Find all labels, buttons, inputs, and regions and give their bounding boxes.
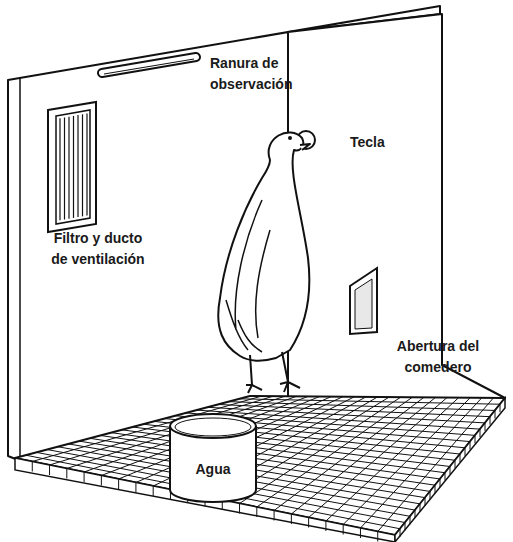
- filter-slat: [86, 114, 87, 216]
- observation-slot-shade: [104, 59, 194, 74]
- water-dish: Agua: [168, 412, 258, 504]
- edge-tick: [460, 454, 461, 462]
- feeder-label: Abertura del comedero: [392, 336, 484, 378]
- slot-label: Ranura de observación: [210, 53, 310, 95]
- pigeon-wing: [226, 200, 270, 352]
- edge-tick: [470, 442, 471, 450]
- edge-tick: [495, 410, 496, 418]
- observation-slot: [102, 57, 196, 73]
- pigeon-body: [218, 132, 309, 360]
- edge-tick: [440, 479, 441, 487]
- grid-bar: [239, 399, 500, 404]
- edge-tick: [465, 448, 466, 456]
- edge-tick: [101, 476, 102, 486]
- filter-slat: [82, 114, 83, 216]
- edge-tick: [475, 435, 476, 443]
- grid-bar: [274, 397, 424, 510]
- grid-bar: [343, 398, 470, 525]
- edge-tick: [500, 404, 501, 412]
- wall-edge: [19, 78, 21, 458]
- grid-bar: [378, 398, 494, 532]
- edge-tick: [84, 472, 85, 482]
- edge-tick: [405, 523, 406, 531]
- grid-bar: [218, 404, 490, 416]
- grid-bar: [291, 397, 435, 514]
- edge-tick: [256, 507, 257, 517]
- edge-tick: [435, 485, 436, 493]
- edge-tick: [450, 467, 451, 475]
- filter-slat: [68, 117, 69, 219]
- edge-tick: [377, 532, 378, 542]
- edge-tick: [49, 465, 50, 475]
- edge-tick: [490, 417, 491, 425]
- edge-tick: [118, 479, 119, 489]
- grid-bar: [257, 397, 412, 507]
- floor-edge-ticks: [32, 404, 500, 541]
- edge-tick: [425, 498, 426, 506]
- filter-slat: [64, 118, 65, 220]
- edge-tick: [66, 469, 67, 479]
- edge-tick: [308, 518, 309, 528]
- filter-frame: [48, 102, 96, 232]
- dish-label: Agua: [168, 460, 258, 478]
- filter-lines: [60, 114, 87, 221]
- floor-side-edge: [395, 398, 505, 542]
- edge-tick: [135, 483, 136, 493]
- edge-tick: [445, 473, 446, 481]
- edge-tick: [410, 516, 411, 524]
- dish-outline: [168, 412, 258, 504]
- edge-tick: [415, 510, 416, 518]
- observation-slot-inner: [102, 57, 196, 73]
- grid-bar: [326, 398, 459, 521]
- pigeon: [218, 132, 310, 393]
- edge-tick: [480, 429, 481, 437]
- edge-tick: [455, 460, 456, 468]
- edge-tick: [420, 504, 421, 512]
- filter-slat: [77, 115, 78, 217]
- edge-tick: [430, 491, 431, 499]
- edge-tick: [291, 514, 292, 524]
- filter-label: Filtro y ducto de ventilación: [48, 228, 148, 270]
- edge-tick: [343, 525, 344, 535]
- pigeon-beak: [300, 144, 310, 150]
- feeder-inner: [355, 279, 372, 329]
- key-label: Tecla: [350, 132, 410, 153]
- edge-tick: [274, 511, 275, 521]
- filter-inner: [56, 110, 90, 224]
- pigeon-eye: [288, 136, 292, 140]
- dish-water: [175, 418, 251, 436]
- edge-tick: [153, 486, 154, 496]
- edge-tick: [400, 529, 401, 537]
- pigeon-feet: [246, 352, 300, 393]
- edge-tick: [485, 423, 486, 431]
- edge-tick: [239, 504, 240, 514]
- front-panel: [288, 14, 505, 398]
- filter-slat: [73, 116, 74, 218]
- edge-tick: [360, 528, 361, 538]
- dish-rim: [170, 414, 256, 438]
- edge-tick: [325, 521, 326, 531]
- feeder-opening: [350, 268, 377, 334]
- filter-slat: [59, 118, 60, 220]
- edge-tick: [32, 462, 33, 472]
